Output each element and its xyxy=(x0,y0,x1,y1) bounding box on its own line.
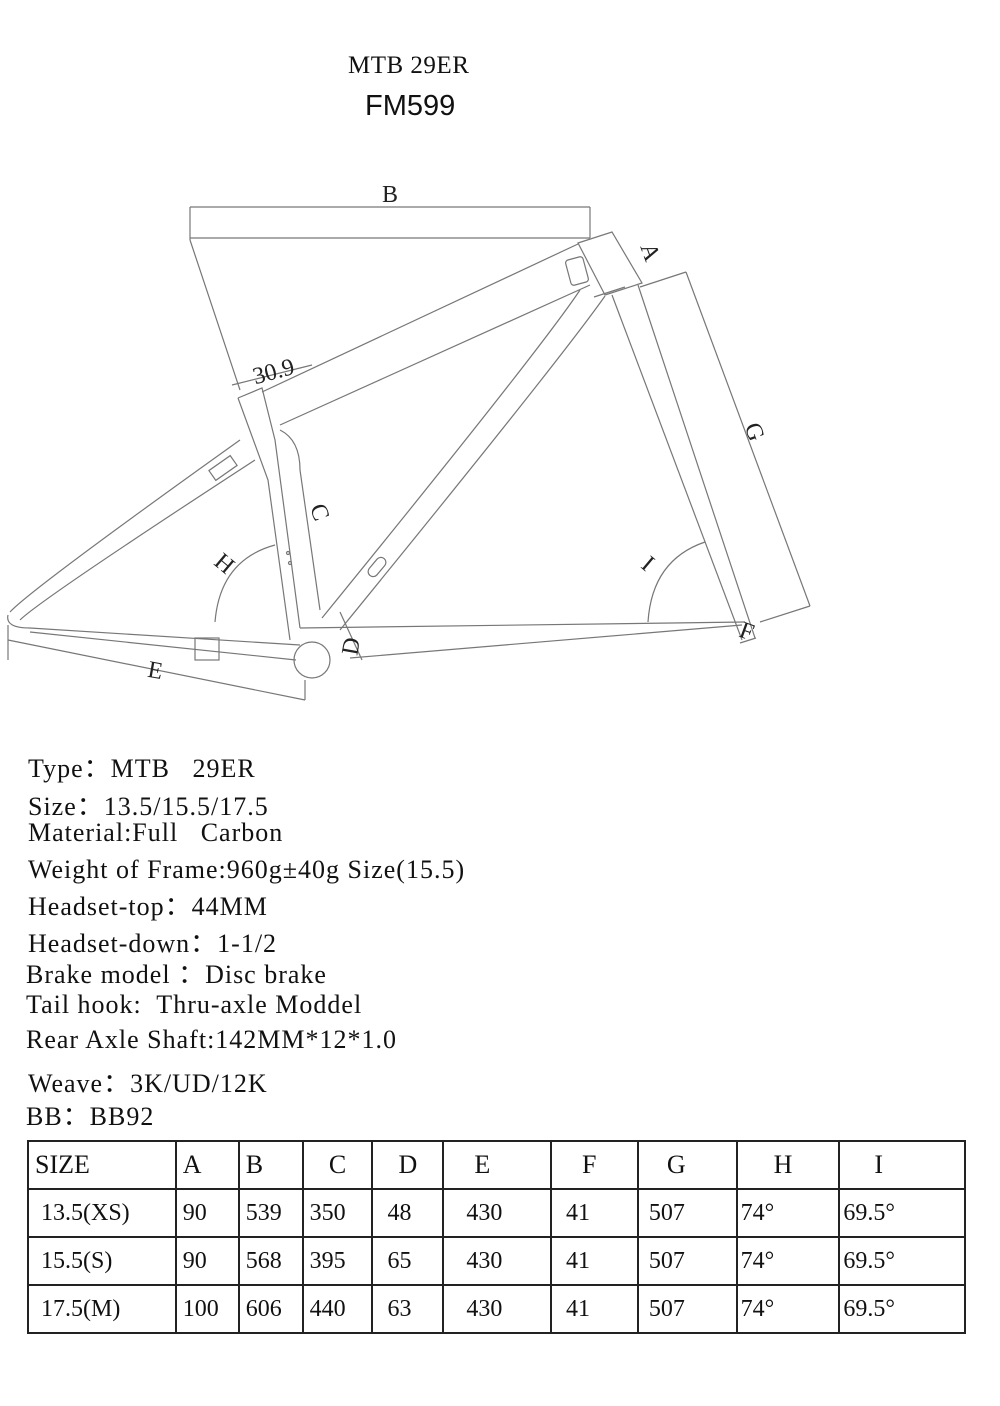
frame-geometry-diagram: B A 30.9 C G H I D F E xyxy=(7,182,811,701)
dimension-g-line xyxy=(685,271,811,607)
label-e: E xyxy=(146,657,165,685)
size-cell: 13.5(XS) xyxy=(27,1188,177,1238)
table-cell: 606 xyxy=(237,1284,304,1334)
table-cell: 350 xyxy=(301,1188,374,1238)
spec-size: Size：13.5/15.5/17.5 xyxy=(28,792,269,821)
label-h: H xyxy=(209,549,239,580)
top-tube xyxy=(261,243,579,393)
spec-material: Material:Full Carbon xyxy=(28,818,284,847)
bottom-bracket xyxy=(293,641,331,679)
seat-tube xyxy=(237,387,301,629)
label-c: C xyxy=(304,500,334,524)
table-cell: 74° xyxy=(735,1236,841,1286)
table-row: 15.5(S) 90 568 395 65 430 41 507 74° 69.… xyxy=(27,1236,966,1286)
dimension-d-line xyxy=(339,611,363,661)
spec-type: Type：MTB 29ER xyxy=(28,754,256,783)
table-cell: 90 xyxy=(174,1236,240,1286)
table-cell: 568 xyxy=(237,1236,304,1286)
spec-brake: Brake model ：Disc brake xyxy=(26,960,327,989)
header-cell: E xyxy=(442,1140,553,1190)
table-row: 17.5(M) 100 606 440 63 430 41 507 74° 69… xyxy=(27,1284,966,1334)
table-cell: 539 xyxy=(237,1188,304,1238)
size-cell: 17.5(M) xyxy=(27,1284,177,1334)
header-cell: F xyxy=(550,1140,639,1190)
header-cell: SIZE xyxy=(27,1140,177,1190)
label-b: B xyxy=(382,182,398,208)
table-cell: 69.5° xyxy=(838,1236,966,1286)
label-g: G xyxy=(739,419,769,444)
label-seatpost-diameter: 30.9 xyxy=(250,354,297,390)
table-cell: 100 xyxy=(174,1284,240,1334)
angle-i-arc xyxy=(647,541,706,623)
spec-headset-top: Headset-top：44MM xyxy=(28,892,268,921)
table-cell: 507 xyxy=(636,1236,738,1286)
header-cell: B xyxy=(237,1140,304,1190)
header-cell: I xyxy=(838,1140,966,1190)
spec-weight: Weight of Frame:960g±40g Size(15.5) xyxy=(28,855,466,884)
header-cell: H xyxy=(735,1140,841,1190)
label-a: A xyxy=(634,240,665,266)
spec-weave: Weave：3K/UD/12K xyxy=(28,1069,268,1098)
spec-rear-axle: Rear Axle Shaft:142MM*12*1.0 xyxy=(26,1025,398,1054)
down-tube xyxy=(339,295,606,631)
table-cell: 440 xyxy=(301,1284,374,1334)
table-cell: 430 xyxy=(442,1188,553,1238)
table-cell: 69.5° xyxy=(838,1188,966,1238)
table-cell: 41 xyxy=(550,1188,639,1238)
dimension-e-line xyxy=(7,639,306,701)
header-cell: D xyxy=(371,1140,445,1190)
table-cell: 90 xyxy=(174,1188,240,1238)
header-cell: A xyxy=(174,1140,240,1190)
model-title: FM599 xyxy=(365,90,456,122)
table-cell: 69.5° xyxy=(838,1284,966,1334)
table-cell: 41 xyxy=(550,1236,639,1286)
table-row: 13.5(XS) 90 539 350 48 430 41 507 74° 69… xyxy=(27,1188,966,1238)
table-cell: 430 xyxy=(442,1284,553,1334)
table-header-row: SIZE A B C D E F G H I xyxy=(27,1140,966,1190)
table-cell: 63 xyxy=(371,1284,445,1334)
header-cell: C xyxy=(301,1140,374,1190)
table-cell: 74° xyxy=(735,1188,841,1238)
spec-bb: BB：BB92 xyxy=(26,1102,155,1131)
table-cell: 507 xyxy=(636,1284,738,1334)
spec-headset-down: Headset-down：1-1/2 xyxy=(28,929,278,958)
table-cell: 507 xyxy=(636,1188,738,1238)
table-cell: 74° xyxy=(735,1284,841,1334)
size-cell: 15.5(S) xyxy=(27,1236,177,1286)
head-tube xyxy=(577,231,643,296)
label-i: I xyxy=(636,552,659,577)
angle-h-arc xyxy=(214,544,276,623)
fork-line xyxy=(611,294,743,641)
table-cell: 395 xyxy=(301,1236,374,1286)
header-cell: G xyxy=(636,1140,738,1190)
bike-type-title: MTB 29ER xyxy=(348,52,470,79)
table-cell: 41 xyxy=(550,1284,639,1334)
label-d: D xyxy=(337,636,366,658)
table-cell: 430 xyxy=(442,1236,553,1286)
spec-tail-hook: Tail hook: Thru-axle Moddel xyxy=(26,990,363,1019)
geometry-table: SIZE A B C D E F G H I 13.5(XS) 90 539 3… xyxy=(27,1140,966,1334)
table-cell: 65 xyxy=(371,1236,445,1286)
seatpost-dimension xyxy=(231,364,313,386)
seat-stay xyxy=(9,439,241,613)
table-cell: 48 xyxy=(371,1188,445,1238)
chain-stay xyxy=(7,614,301,646)
